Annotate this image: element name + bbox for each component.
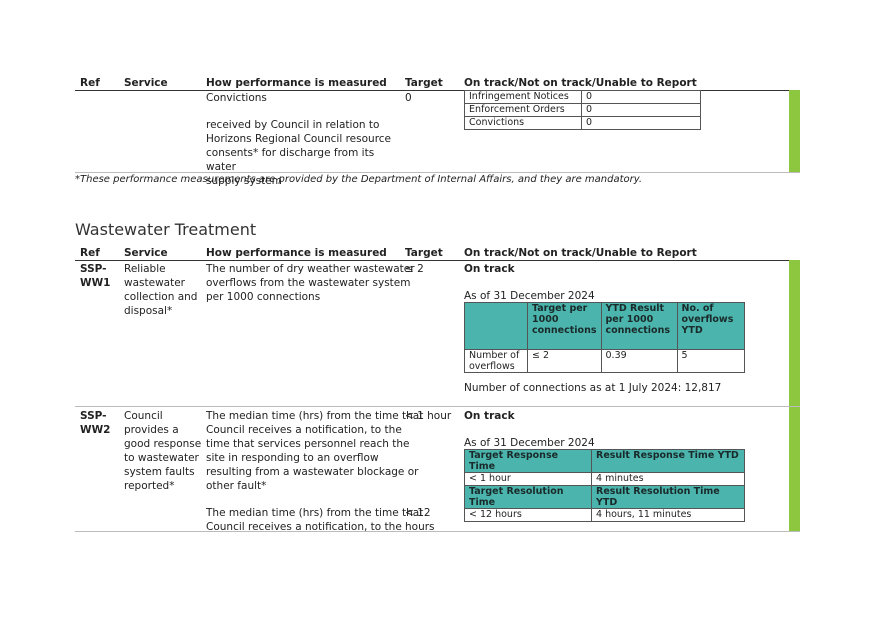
- status-ww2: On track: [464, 410, 515, 422]
- convictions-target: 0: [405, 92, 412, 104]
- row-rule: [75, 406, 800, 407]
- col-header-target: Target: [405, 77, 443, 89]
- col-header-status: On track/Not on track/Unable to Report: [464, 77, 697, 89]
- col-header-ref: Ref: [80, 77, 100, 89]
- overflows-table: Target per 1000 connections YTD Result p…: [464, 302, 745, 373]
- row-rule: [75, 531, 800, 532]
- col-header-measure: How performance is measured: [206, 247, 387, 259]
- ref-ww2: SSP-WW2: [80, 410, 111, 436]
- connections-note: Number of connections as at 1 July 2024:…: [464, 382, 722, 394]
- measure-ww2-response: The median time (hrs) from the time that…: [206, 410, 424, 492]
- status-bar-green: [789, 90, 800, 172]
- table-row: Number of overflows ≤ 2 0.39 5: [464, 349, 745, 373]
- header-rule: [75, 90, 800, 91]
- target-ww2-response: < 1 hour: [405, 410, 452, 422]
- mandatory-note: *These performance measurements are prov…: [75, 174, 643, 185]
- row-rule: [75, 172, 800, 173]
- status-ww1: On track: [464, 263, 515, 275]
- measure-ww2-resolution: The median time (hrs) from the time that…: [206, 507, 424, 533]
- col-header-measure: How performance is measured: [206, 77, 387, 89]
- target-ww1: ≤ 2: [405, 263, 424, 275]
- top-measure: received by Council in relation to Horiz…: [206, 119, 392, 187]
- as-of-ww1: As of 31 December 2024: [464, 290, 595, 302]
- convictions-text: Convictions: [206, 92, 267, 104]
- section-title: Wastewater Treatment: [75, 220, 257, 239]
- ref-ww1: SSP-WW1: [80, 263, 111, 289]
- col-header-service: Service: [124, 247, 168, 259]
- col-header-status: On track/Not on track/Unable to Report: [464, 247, 697, 259]
- as-of-ww2: As of 31 December 2024: [464, 437, 595, 449]
- table-row: Target per 1000 connections YTD Result p…: [464, 302, 745, 350]
- col-header-service: Service: [124, 77, 168, 89]
- status-bar-green: [789, 260, 800, 532]
- header-rule: [75, 260, 800, 261]
- col-header-ref: Ref: [80, 247, 100, 259]
- col-header-target: Target: [405, 247, 443, 259]
